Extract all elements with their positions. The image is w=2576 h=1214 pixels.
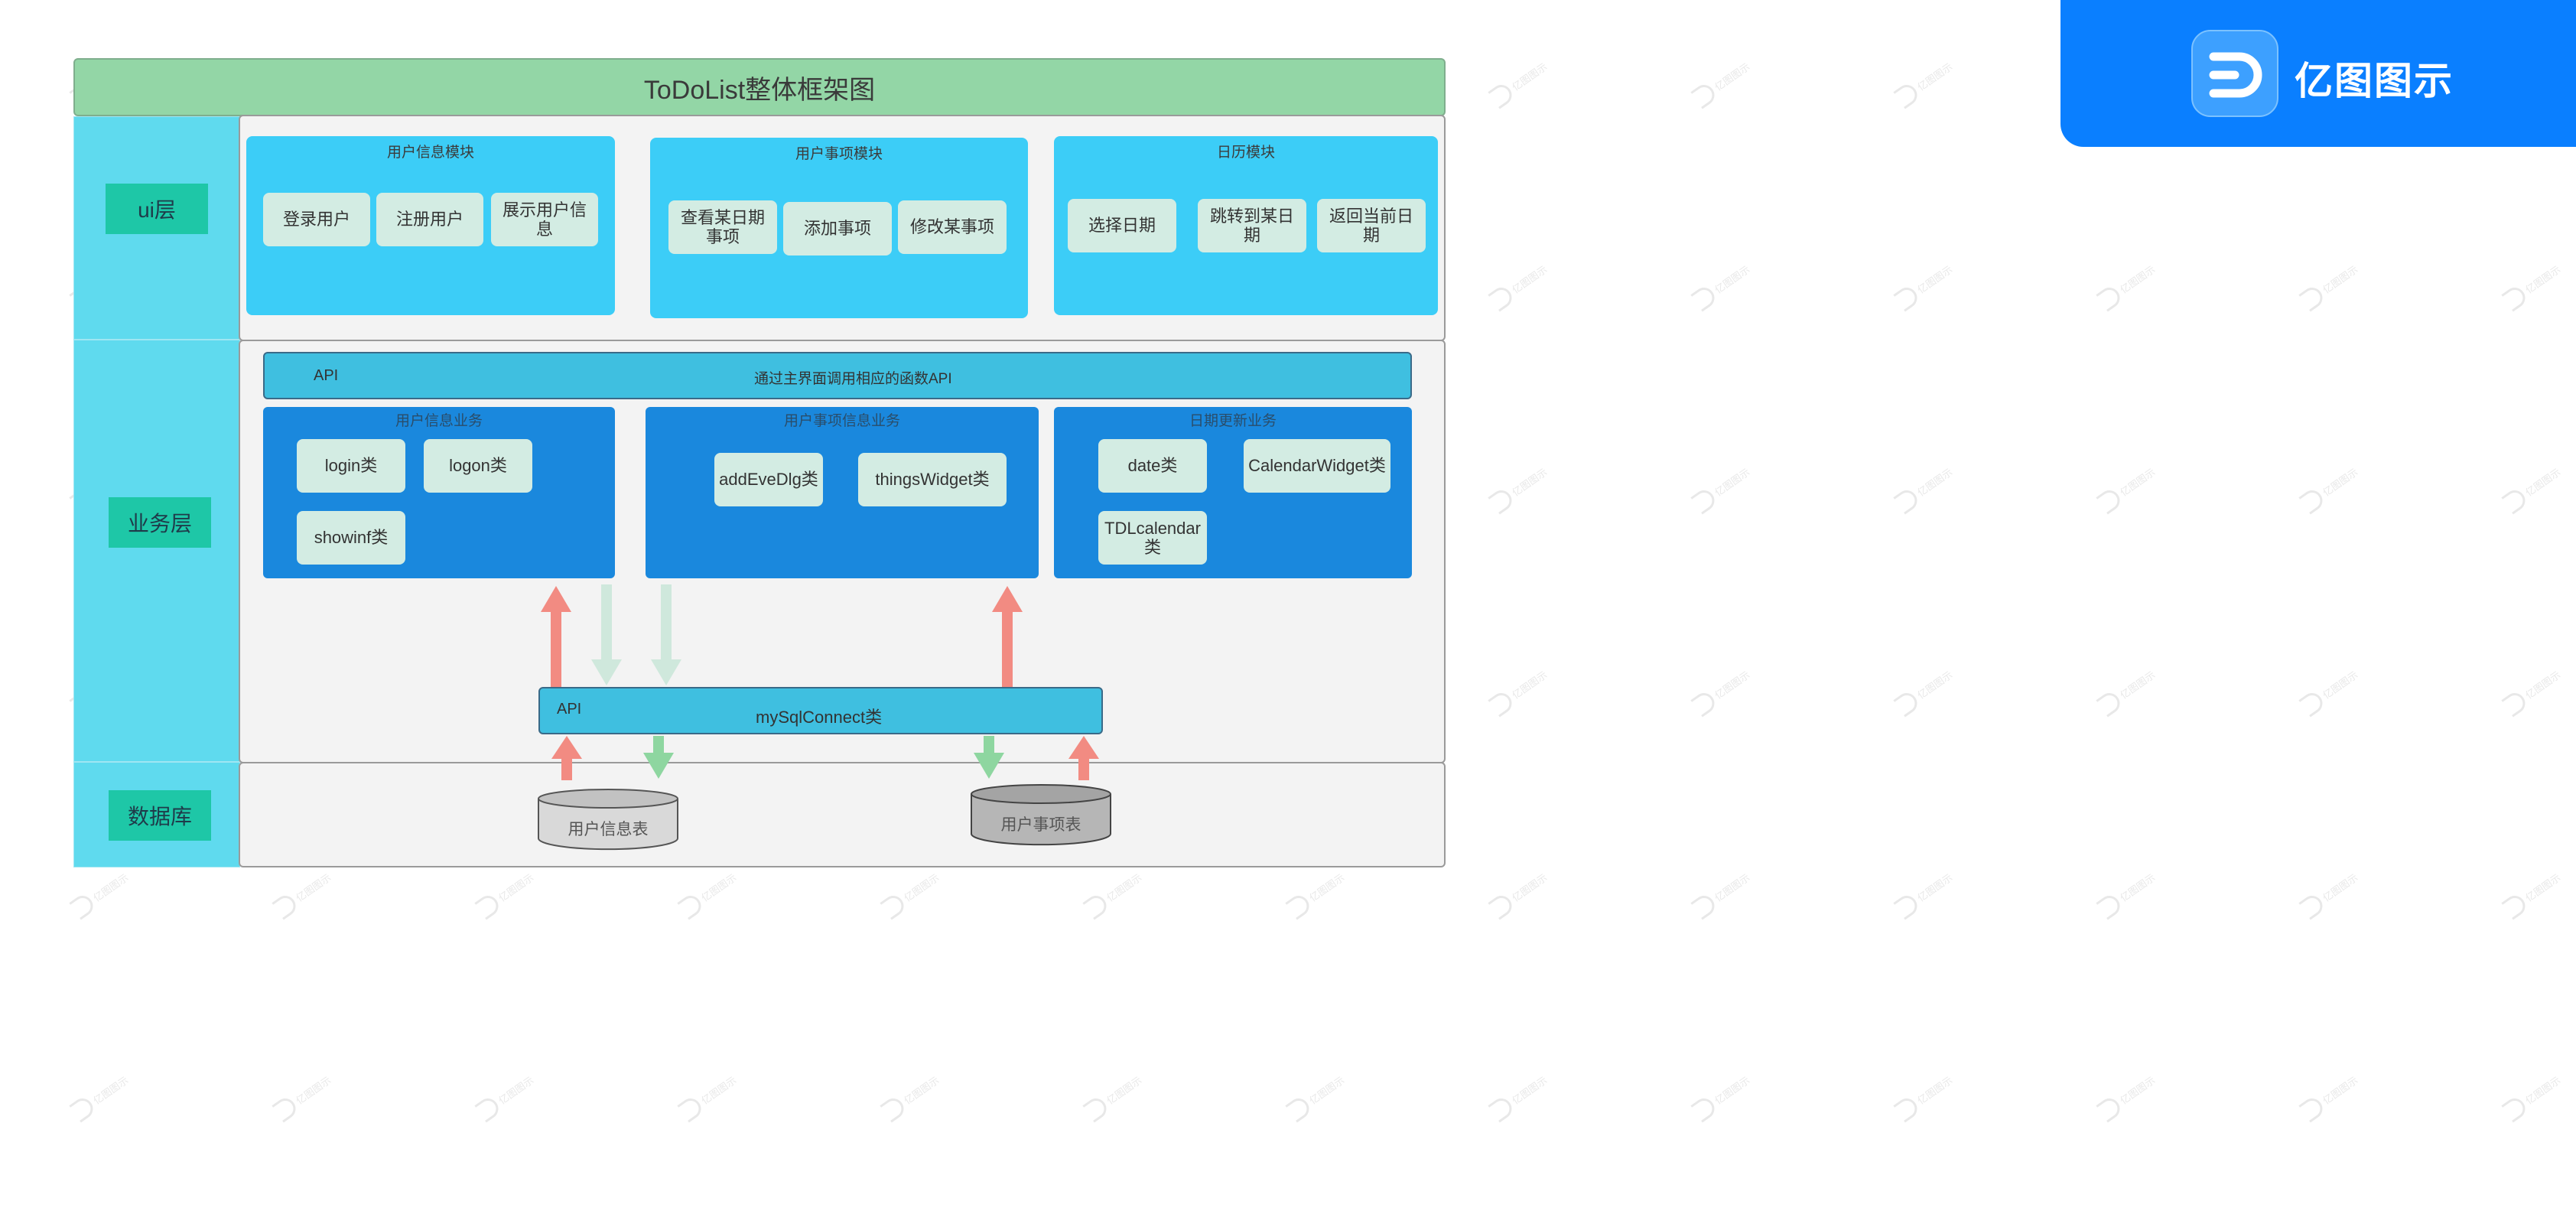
- api-description: 通过主界面调用相应的函数API: [754, 371, 952, 387]
- watermark-icon: 亿图图示: [1690, 872, 1752, 920]
- watermark-icon: 亿图图示: [69, 1075, 131, 1123]
- watermark-icon: 亿图图示: [1690, 467, 1752, 515]
- api-label: API: [557, 701, 582, 718]
- watermark-icon: 亿图图示: [1690, 1075, 1752, 1123]
- logo-panel: [2060, 0, 2576, 147]
- biz-item-logon-class: logon类: [424, 439, 532, 493]
- module-title: 日期更新业务: [1189, 413, 1277, 429]
- user-events-table-cylinder: [971, 784, 1111, 846]
- watermark-icon: 亿图图示: [2298, 669, 2360, 718]
- module-title: 用户事项信息业务: [783, 413, 900, 429]
- watermark-icon: 亿图图示: [1082, 1075, 1144, 1123]
- watermark-icon: 亿图图示: [2298, 467, 2360, 515]
- watermark-icon: 亿图图示: [2501, 467, 2563, 515]
- watermark-icon: 亿图图示: [1893, 669, 1955, 718]
- watermark-icon: 亿图图示: [2096, 264, 2158, 312]
- watermark-icon: 亿图图示: [1690, 669, 1752, 718]
- watermark-icon: 亿图图示: [2501, 669, 2563, 718]
- watermark-icon: 亿图图示: [880, 872, 942, 920]
- module-title: 日历模块: [1216, 145, 1275, 161]
- watermark-icon: 亿图图示: [1893, 1075, 1955, 1123]
- arrow-down-pale-2: [651, 584, 681, 685]
- watermark-icon: 亿图图示: [1488, 467, 1550, 515]
- edraw-logo-icon: [2191, 30, 2278, 117]
- watermark-icon: 亿图图示: [1893, 467, 1955, 515]
- ui-item-login-user: 登录用户: [263, 193, 370, 246]
- biz-item-thingswidget-class: thingsWidget类: [858, 453, 1007, 506]
- arrow-down-pale-1: [591, 584, 622, 685]
- watermark-icon: 亿图图示: [474, 872, 536, 920]
- watermark-icon: 亿图图示: [2501, 1075, 2563, 1123]
- database-layer-label: 数据库: [109, 790, 211, 841]
- user-info-table-cylinder: [538, 789, 678, 851]
- watermark-icon: 亿图图示: [1082, 872, 1144, 920]
- ui-layer-column: [73, 116, 240, 340]
- watermark-icon: 亿图图示: [1488, 872, 1550, 920]
- watermark-icon: 亿图图示: [1488, 61, 1550, 109]
- biz-item-tdlcalendar-class: TDLcalendar类: [1098, 511, 1207, 565]
- arrow-up-user-info: [541, 586, 571, 688]
- arrow-up-user-events: [992, 586, 1023, 688]
- watermark-icon: 亿图图示: [880, 1075, 942, 1123]
- database-layer-panel: [239, 762, 1446, 867]
- watermark-icon: 亿图图示: [1488, 669, 1550, 718]
- watermark-icon: 亿图图示: [1690, 61, 1752, 109]
- ui-item-show-user-info: 展示用户信息: [491, 193, 598, 246]
- api-bar-top: API 通过主界面调用相应的函数API: [263, 352, 1412, 399]
- mysqlconnect-label: mySqlConnect类: [756, 708, 883, 727]
- ui-layer-label: ui层: [106, 184, 208, 234]
- diagram-title: ToDoList整体框架图: [73, 58, 1446, 116]
- api-bar-mysqlconnect: API mySqlConnect类: [538, 687, 1103, 734]
- watermark-icon: 亿图图示: [2501, 872, 2563, 920]
- watermark-icon: 亿图图示: [2096, 467, 2158, 515]
- ui-item-add-event: 添加事项: [783, 202, 892, 255]
- watermark-icon: 亿图图示: [272, 1075, 333, 1123]
- module-title: 用户信息模块: [386, 145, 474, 161]
- ui-item-back-to-today: 返回当前日期: [1317, 199, 1426, 252]
- biz-item-login-class: login类: [297, 439, 405, 493]
- watermark-icon: 亿图图示: [2096, 872, 2158, 920]
- watermark-icon: 亿图图示: [1893, 872, 1955, 920]
- watermark-icon: 亿图图示: [272, 872, 333, 920]
- module-title: 用户事项模块: [795, 146, 883, 162]
- watermark-icon: 亿图图示: [677, 872, 739, 920]
- ui-item-view-date-events: 查看某日期事项: [668, 200, 777, 254]
- user-events-table-label: 用户事项表: [1000, 815, 1081, 834]
- watermark-icon: 亿图图示: [2298, 872, 2360, 920]
- arrow-up-table-2: [1068, 736, 1099, 780]
- api-label: API: [314, 367, 339, 384]
- arrow-down-table-2: [974, 736, 1004, 779]
- watermark-icon: 亿图图示: [1285, 1075, 1347, 1123]
- watermark-icon: 亿图图示: [2501, 264, 2563, 312]
- arrow-down-table-1: [643, 736, 674, 779]
- watermark-icon: 亿图图示: [2096, 1075, 2158, 1123]
- logo-text: 亿图图示: [2295, 60, 2454, 103]
- business-layer-column: [73, 340, 240, 762]
- biz-item-calendarwidget-class: CalendarWidget类: [1244, 439, 1390, 493]
- user-info-table-label: 用户信息表: [568, 820, 649, 838]
- watermark-icon: 亿图图示: [2298, 1075, 2360, 1123]
- watermark-icon: 亿图图示: [69, 872, 131, 920]
- biz-item-date-class: date类: [1098, 439, 1207, 493]
- ui-item-jump-to-date: 跳转到某日期: [1198, 199, 1306, 252]
- watermark-icon: 亿图图示: [474, 1075, 536, 1123]
- business-layer-label: 业务层: [109, 497, 211, 548]
- watermark-icon: 亿图图示: [1285, 872, 1347, 920]
- ui-item-register-user: 注册用户: [376, 193, 483, 246]
- biz-item-addevedlg-class: addEveDlg类: [714, 453, 823, 506]
- watermark-icon: 亿图图示: [1488, 264, 1550, 312]
- watermark-icon: 亿图图示: [1893, 61, 1955, 109]
- arrow-up-table-1: [551, 736, 582, 780]
- watermark-icon: 亿图图示: [1690, 264, 1752, 312]
- ui-item-select-date: 选择日期: [1068, 199, 1176, 252]
- watermark-icon: 亿图图示: [2298, 264, 2360, 312]
- watermark-icon: 亿图图示: [677, 1075, 739, 1123]
- watermark-icon: 亿图图示: [1893, 264, 1955, 312]
- watermark-icon: 亿图图示: [2096, 669, 2158, 718]
- module-title: 用户信息业务: [395, 413, 483, 429]
- biz-item-showinf-class: showinf类: [297, 511, 405, 565]
- watermark-icon: 亿图图示: [1488, 1075, 1550, 1123]
- ui-item-edit-event: 修改某事项: [898, 200, 1007, 254]
